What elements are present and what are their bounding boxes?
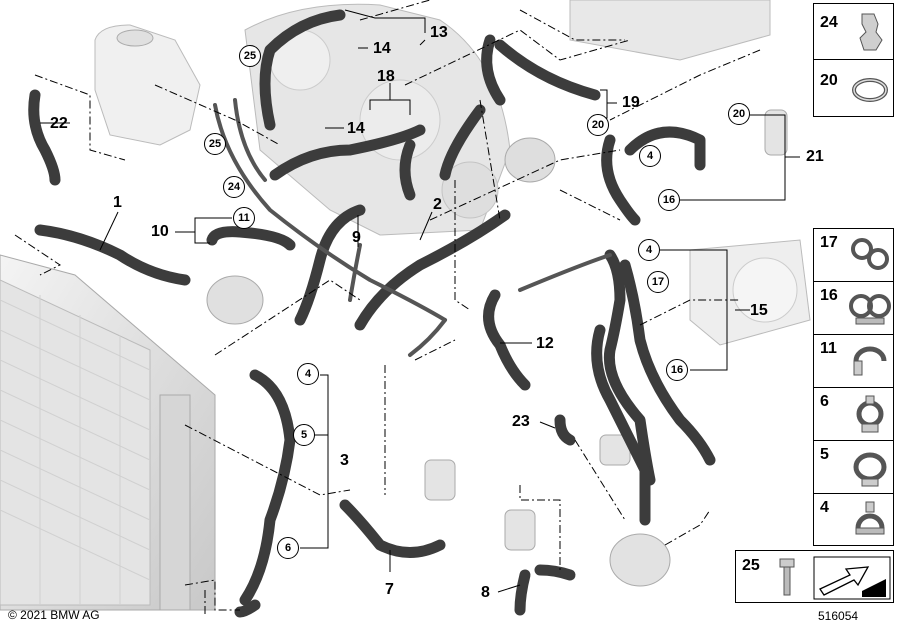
legend-number: 5 xyxy=(820,446,829,463)
callout-14-bottom: 14 xyxy=(347,120,365,137)
ring-label-4-right: 4 xyxy=(638,239,660,261)
legend-number: 25 xyxy=(742,557,760,574)
callout-1: 1 xyxy=(113,194,122,211)
legend-group-screw: 25 xyxy=(735,550,894,603)
callout-18: 18 xyxy=(377,68,395,85)
legend-item-11: 11 xyxy=(814,335,893,388)
hose-clamp-icon xyxy=(853,452,887,487)
callout-19: 19 xyxy=(622,94,640,111)
callout-14-top: 14 xyxy=(373,40,391,57)
ring-label-25-top: 25 xyxy=(239,45,261,67)
legend-item-24: 24 xyxy=(814,4,893,60)
ring-label-5: 5 xyxy=(293,424,315,446)
bracket-clamp-icon xyxy=(856,395,884,433)
hose-clip-icon xyxy=(859,13,883,51)
assembly-dash-lines xyxy=(14,0,761,615)
legend-number: 24 xyxy=(820,14,838,31)
radiator xyxy=(0,254,216,611)
legend-number: 4 xyxy=(820,499,829,516)
callout-12: 12 xyxy=(536,335,554,352)
clip-clamp-icon xyxy=(855,501,885,535)
legend-number: 11 xyxy=(820,340,837,357)
ring-label-6: 6 xyxy=(277,537,299,559)
copyright-text: © 2021 BMW AG xyxy=(8,608,100,622)
spring-band-clamp-icon xyxy=(852,78,888,102)
heat-exchanger xyxy=(689,239,811,346)
legend-item-5: 5 xyxy=(814,441,893,494)
callout-21: 21 xyxy=(806,148,824,165)
callout-13: 13 xyxy=(430,24,448,41)
arrow-symbol-icon xyxy=(813,556,891,600)
ring-label-4-top: 4 xyxy=(639,145,661,167)
ring-label-4-left: 4 xyxy=(297,363,319,385)
callout-15: 15 xyxy=(750,302,768,319)
ring-label-20-left: 20 xyxy=(587,114,609,136)
ring-label-17: 17 xyxy=(647,271,669,293)
callout-3: 3 xyxy=(340,452,349,469)
open-clamp-icon xyxy=(853,346,887,376)
legend-number: 17 xyxy=(820,234,838,251)
callout-7: 7 xyxy=(385,581,394,598)
twin-holder-icon xyxy=(849,294,891,325)
ring-label-24: 24 xyxy=(223,176,245,198)
ring-label-16-bottom: 16 xyxy=(666,359,688,381)
callout-2: 2 xyxy=(433,196,442,213)
legend-item-17: 17 xyxy=(814,229,893,282)
image-number: 516054 xyxy=(818,609,859,623)
callout-9: 9 xyxy=(352,229,361,246)
callout-leaders xyxy=(40,9,800,593)
ring-label-11: 11 xyxy=(233,207,255,229)
screw-icon xyxy=(779,558,795,596)
ring-label-25-mid: 25 xyxy=(204,133,226,155)
small-lines xyxy=(213,98,612,357)
ring-label-16-top: 16 xyxy=(658,189,680,211)
legend-item-4: 4 xyxy=(814,494,893,547)
double-clip-icon xyxy=(851,238,889,270)
callout-23: 23 xyxy=(512,413,530,430)
electric-module xyxy=(569,0,771,61)
legend-group-clamps-upper: 24 20 xyxy=(813,3,894,117)
legend-number: 6 xyxy=(820,393,829,410)
legend-item-20: 20 xyxy=(814,60,893,117)
callout-10: 10 xyxy=(151,223,169,240)
legend-item-16: 16 xyxy=(814,282,893,335)
legend-number: 16 xyxy=(820,287,838,304)
legend-number: 20 xyxy=(820,72,838,89)
pumps xyxy=(206,109,788,587)
callout-22: 22 xyxy=(50,115,68,132)
legend-item-6: 6 xyxy=(814,388,893,441)
ring-label-20-right: 20 xyxy=(728,103,750,125)
coolant-hoses xyxy=(28,9,716,618)
callout-8: 8 xyxy=(481,584,490,601)
legend-group-clamps-lower: 17 16 11 6 xyxy=(813,228,894,546)
expansion-tank xyxy=(94,24,201,146)
